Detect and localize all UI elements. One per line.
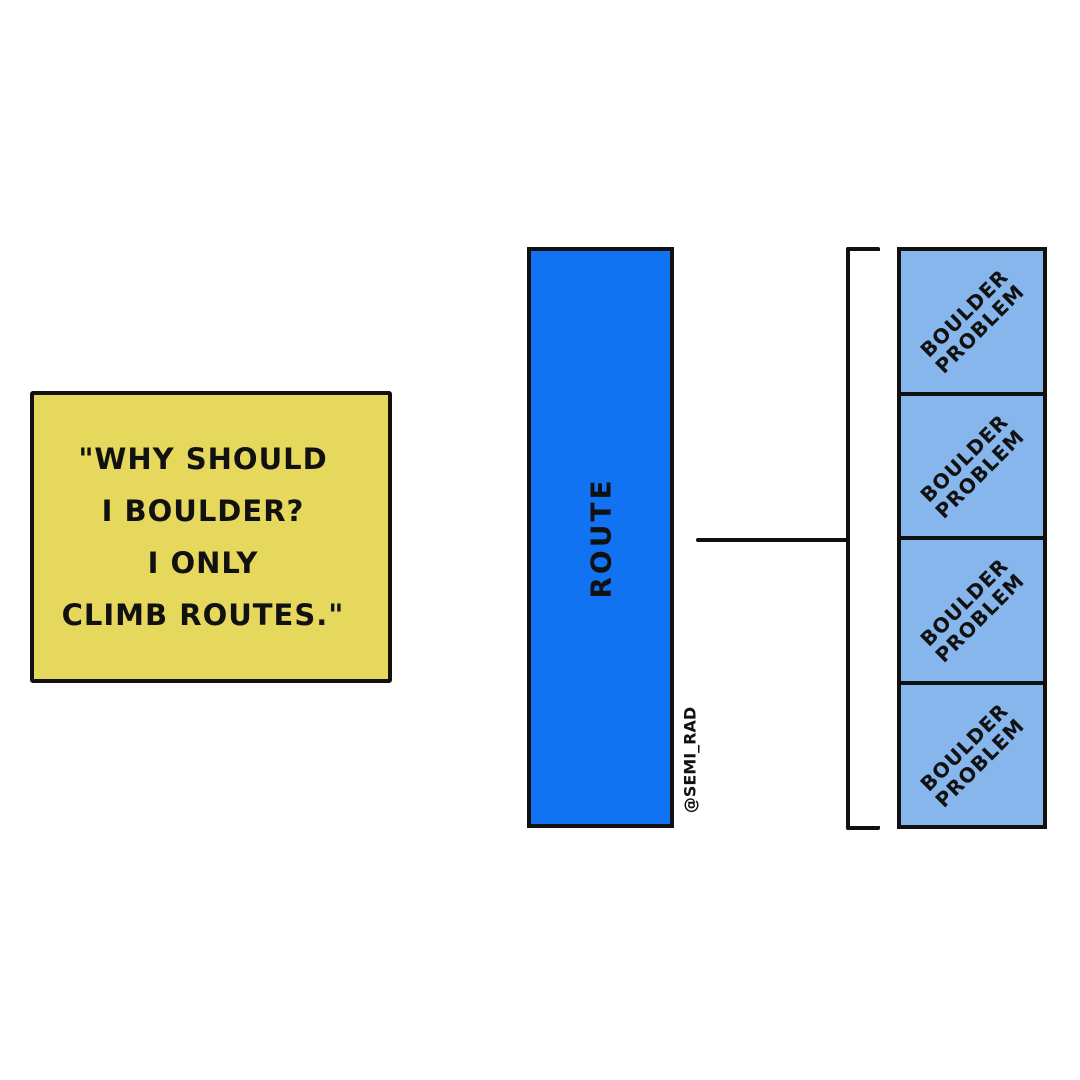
- route-bar: ROUTE: [527, 247, 674, 828]
- bracket: [846, 247, 880, 830]
- quote-line: "WHY SHOULD: [78, 442, 328, 476]
- boulder-problem-box: BOULDER PROBLEM: [901, 540, 1043, 681]
- boulder-problem-label: BOULDER PROBLEM: [915, 409, 1029, 523]
- boulder-problem-label: BOULDER PROBLEM: [915, 698, 1029, 812]
- quote-line: I ONLY: [147, 546, 259, 580]
- quote-text: "WHY SHOULD I BOULDER? I ONLY CLIMB ROUT…: [62, 440, 345, 634]
- quote-line: CLIMB ROUTES.": [61, 598, 345, 632]
- artist-credit: @SEMI_RAD: [680, 706, 700, 814]
- boulder-problem-column: BOULDER PROBLEM BOULDER PROBLEM BOULDER …: [897, 247, 1047, 829]
- boulder-problem-label: BOULDER PROBLEM: [915, 554, 1029, 668]
- route-label: ROUTE: [584, 476, 617, 599]
- boulder-problem-box: BOULDER PROBLEM: [901, 684, 1043, 825]
- connector-line: [696, 538, 848, 542]
- quote-card: "WHY SHOULD I BOULDER? I ONLY CLIMB ROUT…: [30, 391, 392, 683]
- boulder-problem-box: BOULDER PROBLEM: [901, 251, 1043, 392]
- quote-line: I BOULDER?: [101, 494, 305, 528]
- boulder-problem-box: BOULDER PROBLEM: [901, 395, 1043, 536]
- boulder-problem-label: BOULDER PROBLEM: [915, 265, 1029, 379]
